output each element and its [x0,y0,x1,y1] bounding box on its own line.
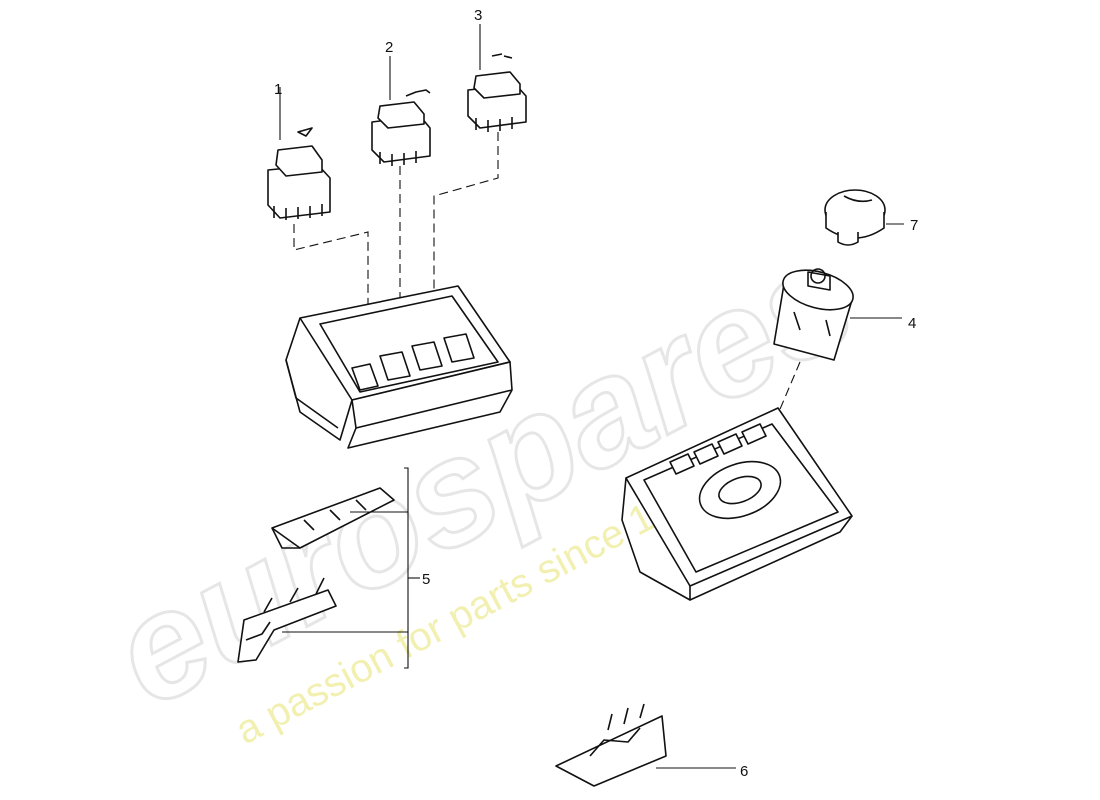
rotary-switch-4 [773,268,902,361]
switch-console [285,285,513,449]
callout-1: 1 [274,81,282,98]
callout-7: 7 [910,217,918,234]
switch-2 [371,56,431,166]
callout-5: 5 [422,571,430,588]
contact-strip-6 [555,703,736,787]
callout-3: 3 [474,7,482,24]
callouts: 1 2 3 4 5 6 7 [274,7,918,780]
rotary-console [621,407,853,601]
callout-2: 2 [385,39,393,56]
switch-3 [467,24,527,132]
switch-1 [267,87,331,220]
callout-4: 4 [908,315,916,332]
callout-6: 6 [740,763,748,780]
knob-7 [824,189,904,246]
contact-strips-5 [237,467,420,669]
